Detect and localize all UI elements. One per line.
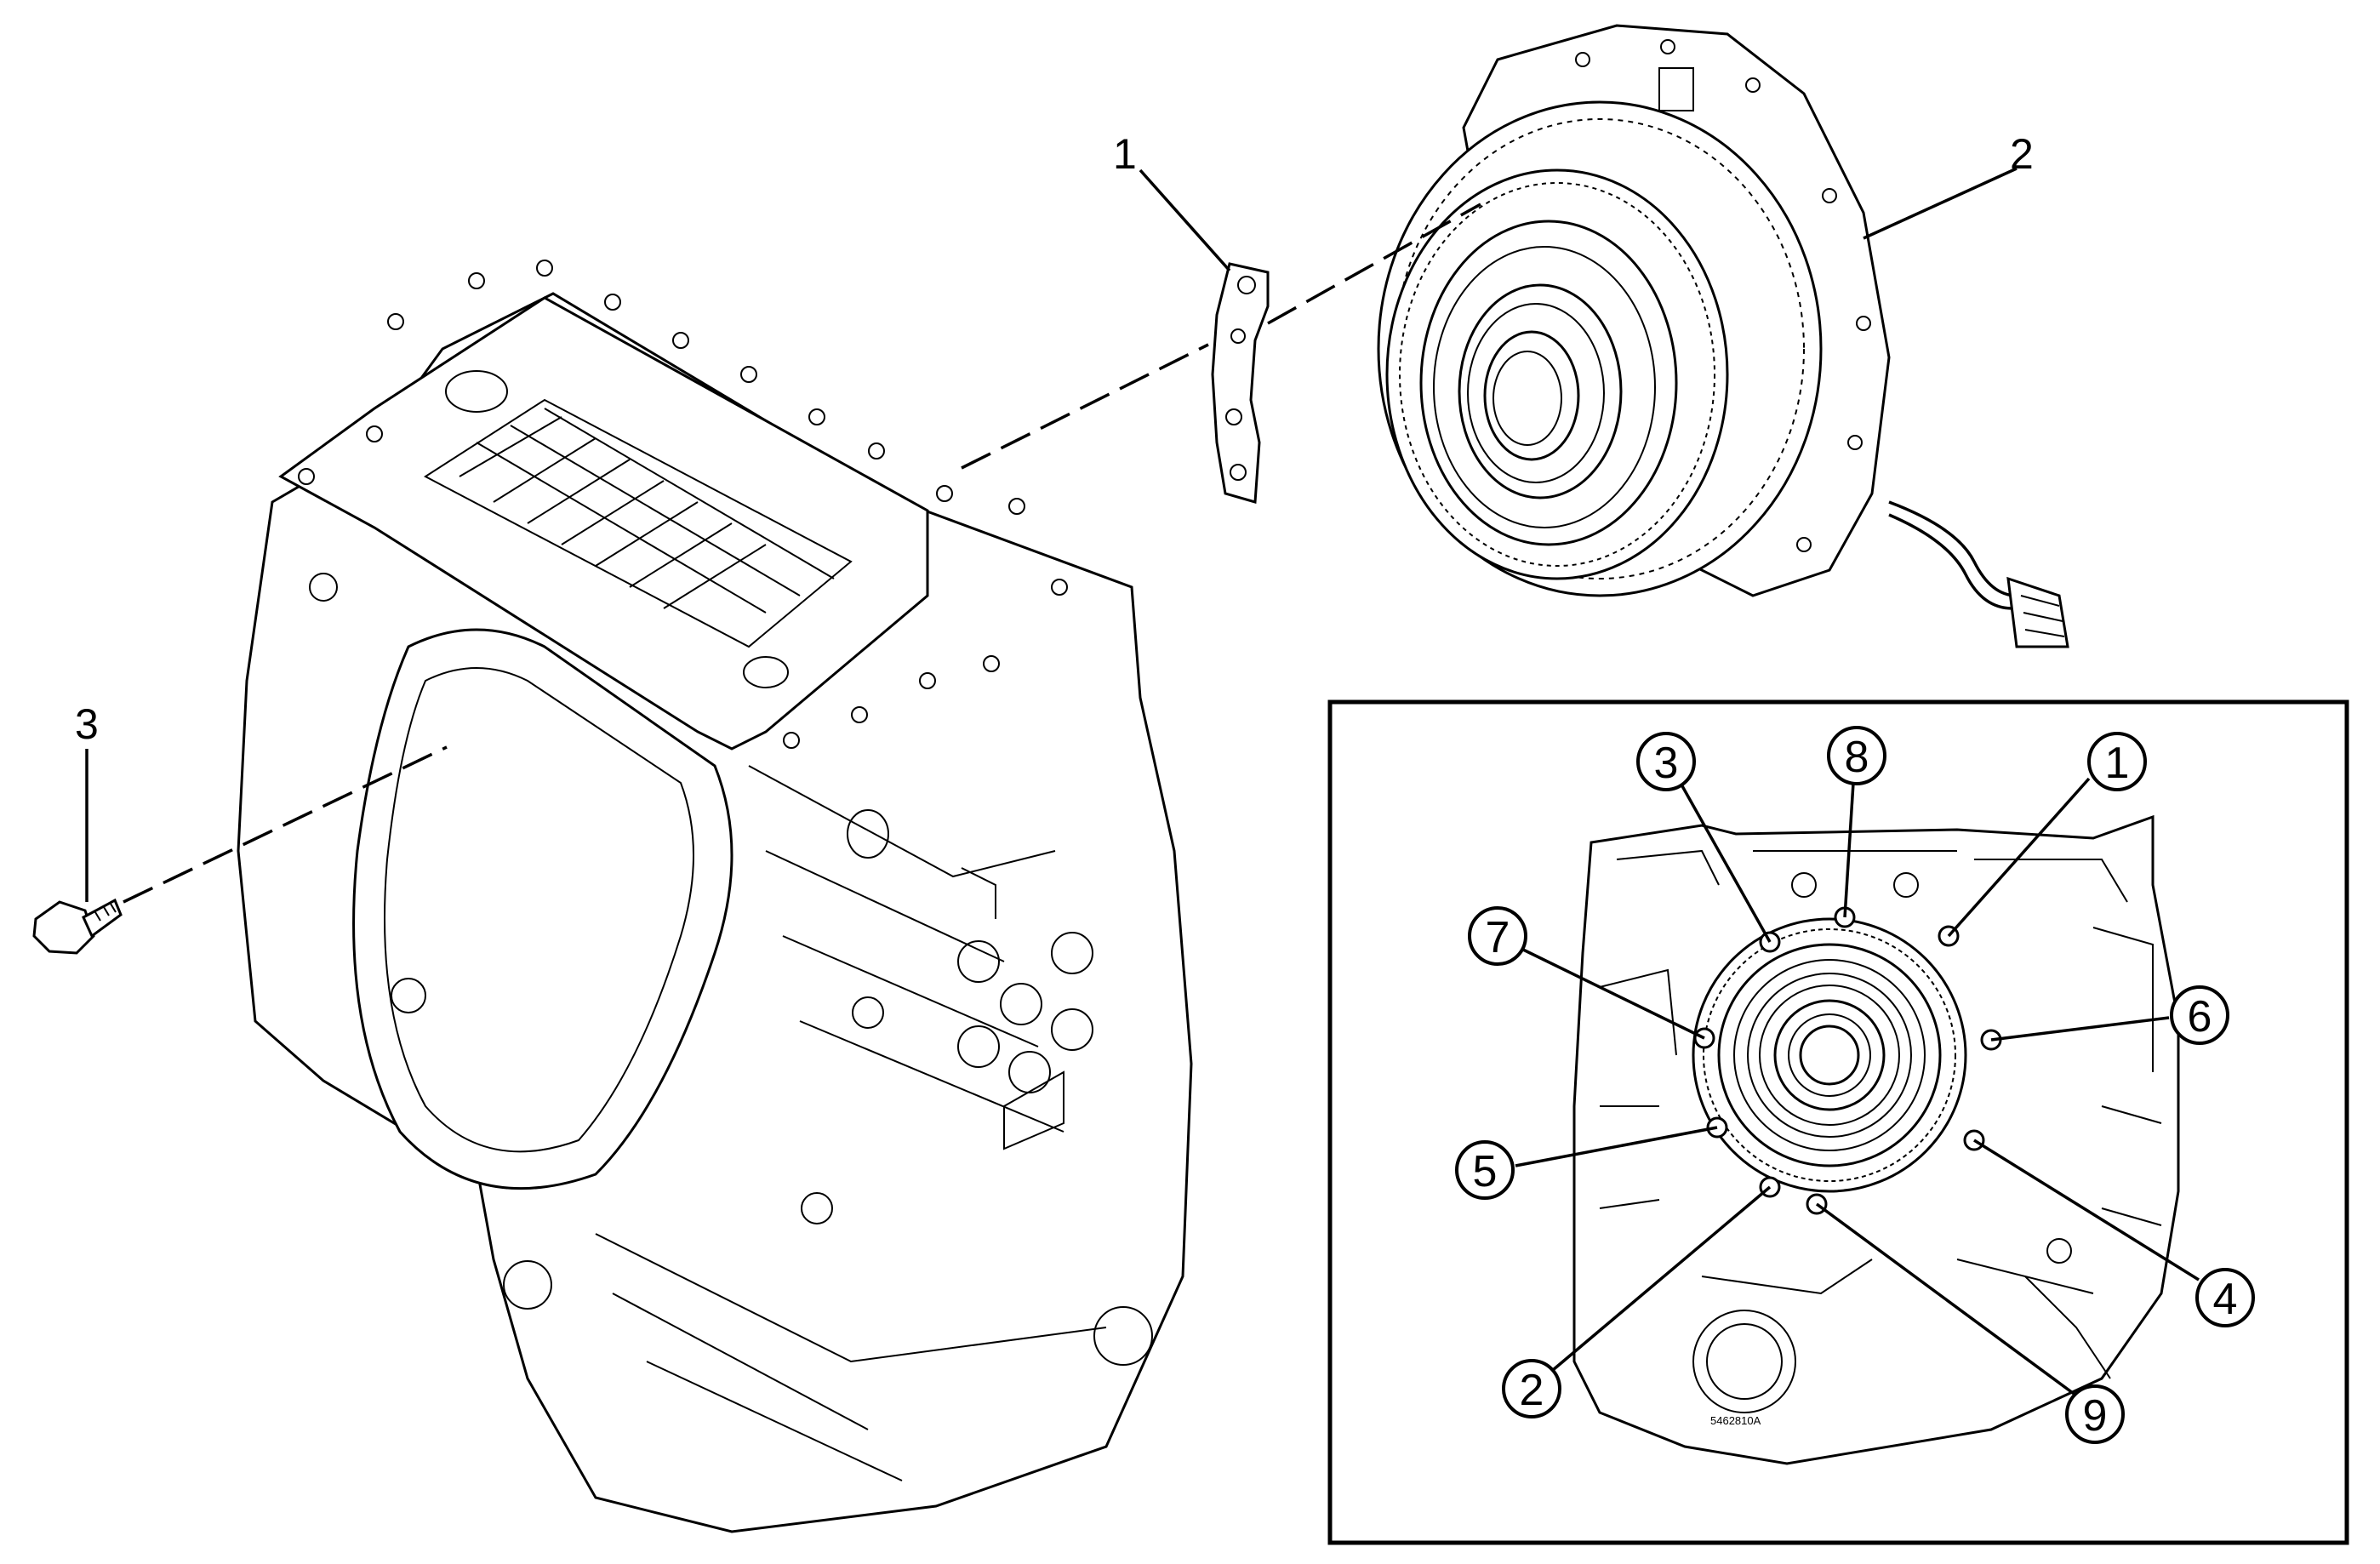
sequence-label-2: 2 <box>1520 1366 1544 1415</box>
sequence-label-5: 5 <box>1473 1147 1498 1196</box>
inset-bolt-sequence: 5462810A <box>1327 699 2349 1545</box>
callout-label-3: 3 <box>75 700 99 748</box>
sequence-label-7: 7 <box>1486 913 1510 962</box>
sequence-label-8: 8 <box>1845 733 1869 782</box>
bolt <box>32 898 123 955</box>
alignment-line-bolt-to-case <box>123 745 448 904</box>
sequence-label-6: 6 <box>2188 992 2212 1042</box>
sequence-label-3: 3 <box>1654 739 1679 788</box>
callout-label-1: 1 <box>1113 130 1137 178</box>
callout-label-2: 2 <box>2010 130 2034 178</box>
transmission-case <box>237 260 1193 1533</box>
sequence-label-4: 4 <box>2213 1275 2238 1324</box>
sequence-label-9: 9 <box>2083 1391 2108 1441</box>
alignment-line-seal-to-housing <box>1267 203 1481 325</box>
exploded-callouts: 1 2 3 <box>75 130 2034 902</box>
seal-gasket <box>1211 262 1270 504</box>
sequence-label-1: 1 <box>2105 739 2130 788</box>
inset-part-number: 5462810A <box>1710 1414 1761 1427</box>
clutch-housing-assembly <box>1377 24 2069 648</box>
alignment-line-case-to-seal <box>961 343 1209 470</box>
sequence-callouts: 1 2 3 4 5 6 7 8 9 <box>1455 726 2255 1444</box>
